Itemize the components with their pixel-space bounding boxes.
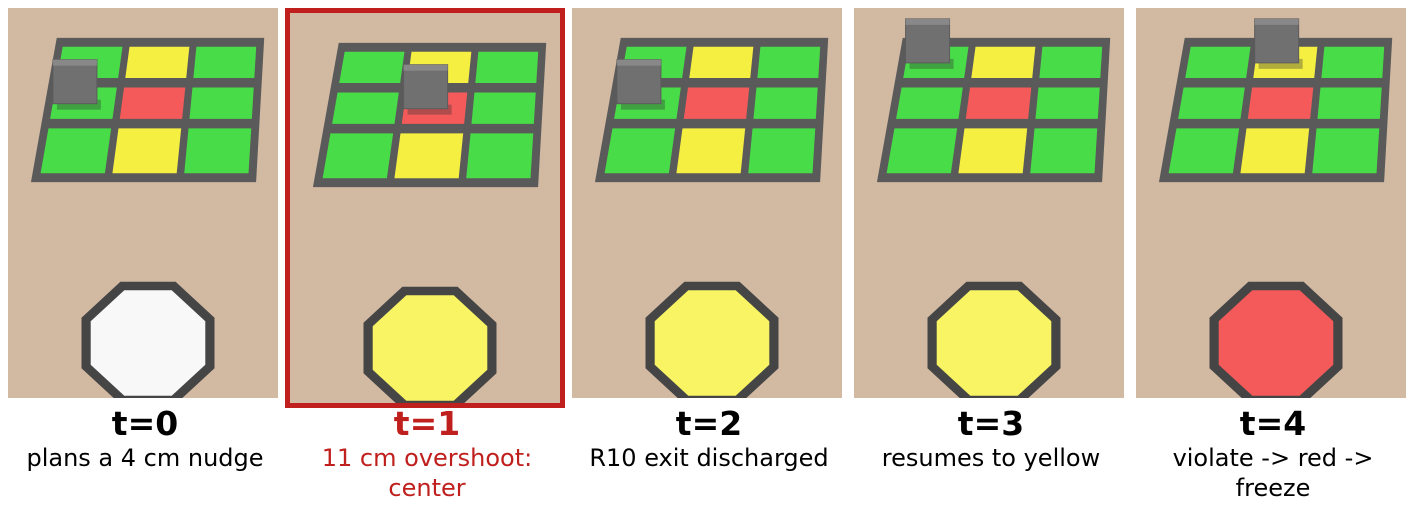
- grid-tile: [1321, 46, 1385, 79]
- grid-tile: [1247, 87, 1314, 119]
- cube: [1254, 18, 1300, 64]
- scene-render-4: [1136, 8, 1406, 398]
- timestep-caption: R10 exit discharged: [589, 444, 829, 472]
- cube-top-face: [52, 59, 97, 66]
- grid-tile: [965, 87, 1032, 119]
- timestep-label: t=1: [393, 404, 461, 443]
- grid-tile: [958, 128, 1028, 174]
- scene-render-1: [285, 8, 565, 408]
- grid-tile: [475, 51, 539, 84]
- cube-shadow: [56, 99, 101, 110]
- grid-tile: [322, 133, 394, 179]
- grid-tile: [1312, 128, 1380, 174]
- grid-tile: [394, 133, 464, 179]
- timestep-label: t=3: [957, 404, 1025, 443]
- cube-shadow: [407, 104, 452, 115]
- grid-tile: [1317, 87, 1382, 119]
- signal-light: [90, 290, 206, 396]
- cube: [905, 18, 951, 64]
- scene-render-3: [854, 8, 1124, 398]
- timestep-caption: resumes to yellow: [881, 444, 1101, 472]
- grid-tile: [683, 87, 750, 119]
- cube: [403, 64, 449, 110]
- scene-render-0: [8, 8, 278, 398]
- cube-top-face: [1254, 18, 1299, 25]
- signal-light: [372, 295, 488, 401]
- cube-top-face: [403, 64, 448, 71]
- grid-tile: [184, 128, 252, 174]
- grid-tile: [1178, 87, 1245, 119]
- timestep-panel-3: t=3 resumes to yellow: [850, 0, 1132, 514]
- cube: [616, 59, 662, 105]
- timestep-caption: plans a 4 cm nudge: [26, 444, 264, 472]
- grid-tile: [689, 46, 754, 79]
- grid-tile: [112, 128, 182, 174]
- timestep-caption: violate -> red -> freeze: [1172, 444, 1374, 502]
- grid-tile: [1185, 46, 1251, 79]
- timestep-caption: 11 cm overshoot: center: [321, 444, 533, 502]
- signal-light: [654, 290, 770, 396]
- grid-tile: [896, 87, 963, 119]
- cube-shadow: [909, 58, 954, 69]
- timestep-panel-0: t=0 plans a 4 cm nudge: [4, 0, 286, 514]
- grid-tile: [471, 92, 536, 124]
- grid-tile: [332, 92, 399, 124]
- timestep-label: t=4: [1239, 404, 1307, 443]
- signal-light: [1218, 290, 1334, 396]
- cube-shadow: [620, 99, 665, 110]
- timestep-label: t=0: [111, 404, 179, 443]
- cube: [52, 59, 98, 105]
- grid-tile: [466, 133, 534, 179]
- timestep-panel-2: t=2 R10 exit discharged: [568, 0, 850, 514]
- grid-tile: [193, 46, 257, 79]
- grid-tile: [189, 87, 254, 119]
- cube-top-face: [616, 59, 661, 66]
- timestep-panel-4: t=4 violate -> red -> freeze: [1132, 0, 1414, 514]
- grid-tile: [604, 128, 676, 174]
- grid-tile: [1035, 87, 1100, 119]
- grid-tile: [1030, 128, 1098, 174]
- grid-tile: [753, 87, 818, 119]
- grid-tile: [971, 46, 1036, 79]
- cube-top-face: [905, 18, 950, 25]
- grid-tile: [886, 128, 958, 174]
- grid-tile: [339, 51, 405, 84]
- scene-render-2: [572, 8, 842, 398]
- grid-tile: [125, 46, 190, 79]
- grid-tile: [1168, 128, 1240, 174]
- signal-light: [936, 290, 1052, 396]
- grid-tile: [40, 128, 112, 174]
- timestep-panel-1: t=1 11 cm overshoot: center: [285, 0, 568, 514]
- grid-tile: [676, 128, 746, 174]
- grid-tile: [748, 128, 816, 174]
- grid-tile: [119, 87, 186, 119]
- cube-shadow: [1258, 58, 1303, 69]
- grid-tile: [1039, 46, 1103, 79]
- timestep-label: t=2: [675, 404, 743, 443]
- grid-tile: [757, 46, 821, 79]
- grid-tile: [1240, 128, 1310, 174]
